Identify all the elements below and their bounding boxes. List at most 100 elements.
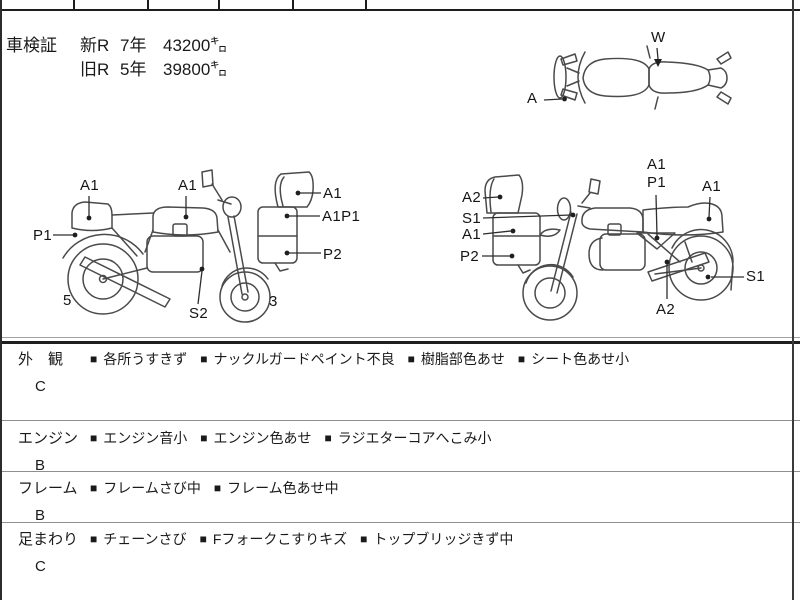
condition-item-text: ラジエターコアへこみ小: [337, 430, 492, 446]
mileage-value: 39800㌔: [163, 60, 228, 79]
label-w: W: [651, 29, 666, 46]
condition-items: ■ チェーンさび ■ Fフォークこすりキズ ■ トップブリッジきず中: [90, 528, 513, 549]
table-border: [0, 337, 800, 338]
row-divider: [0, 420, 800, 421]
bullet-icon: ■: [213, 481, 222, 495]
era-label: 旧R: [80, 60, 110, 79]
label-rear-seat: A1: [80, 177, 100, 194]
top-view-bike: [553, 45, 732, 110]
motorcycle-top-view-art: [543, 45, 732, 110]
bullet-icon: ■: [517, 352, 526, 366]
condition-item: ■ シート色あせ小: [518, 349, 629, 369]
condition-item: ■ 樹脂部色あせ: [408, 349, 505, 369]
bullet-icon: ■: [324, 431, 332, 445]
rear-tire-number: 5: [63, 292, 72, 309]
condition-item: ■ ナックルガードペイント不良: [200, 349, 394, 369]
sheet-right-border: [792, 0, 794, 600]
condition-item: ■ ラジエターコアへこみ小: [325, 428, 492, 448]
category-column: エンジン B: [0, 427, 90, 474]
category-label: フレーム: [18, 480, 78, 497]
bullet-icon: ■: [90, 352, 98, 366]
category-label: エンジン: [18, 430, 79, 447]
bullet-icon: ■: [360, 532, 368, 546]
right-pointers: [482, 194, 744, 299]
table-border: [0, 341, 800, 344]
table-divider: [218, 0, 220, 9]
label-rear-fender: P1: [33, 227, 53, 244]
row-divider: [0, 471, 800, 472]
condition-item-text: 各所うすきず: [103, 351, 188, 367]
label-rear-seat: A1: [702, 178, 722, 195]
condition-items: ■ フレームさび中 ■ フレーム色あせ中: [90, 477, 339, 498]
mileage-value: 43200㌔: [163, 36, 228, 55]
bullet-icon: ■: [200, 352, 208, 366]
table-divider: [292, 0, 294, 9]
label-cowl-lower: P2: [323, 246, 343, 263]
category-label: 外 観: [18, 351, 64, 368]
year-value: 7年: [120, 36, 147, 55]
label-screen: A2: [462, 189, 482, 206]
condition-item-text: シート色あせ小: [531, 351, 630, 367]
bullet-icon: ■: [90, 431, 98, 445]
condition-row-exterior: 外 観 C ■ 各所うすきず ■ ナックルガードペイント不良 ■ 樹脂部色あせ ■ シー…: [0, 348, 800, 418]
label-cowl-lower: P2: [460, 248, 480, 265]
era-label: 新R: [80, 36, 110, 55]
motorcycle-left-art: [53, 169, 321, 323]
grade-value: B: [35, 457, 46, 474]
condition-row-frame: フレーム B ■ フレームさび中 ■ フレーム色あせ中: [0, 477, 800, 524]
condition-item-text: フレームさび中: [103, 480, 201, 496]
right-bike: [522, 178, 734, 321]
grade-value: C: [35, 378, 46, 395]
condition-item: ■エンジン音小: [90, 428, 187, 448]
top-view-diagram: W A: [505, 28, 755, 120]
bullet-icon: ■: [199, 532, 207, 546]
cert-row-old: 旧R 5年 39800㌔: [80, 55, 227, 79]
condition-item: ■ 各所うすきず: [90, 349, 187, 369]
label-side-cover-2: P1: [647, 174, 667, 191]
bullet-icon: ■: [407, 352, 415, 366]
left-side-diagram: A1 A1 P1 A1 A1P1 P2 S2 5 3: [25, 160, 375, 328]
row-divider: [0, 522, 800, 523]
bullet-icon: ■: [90, 532, 98, 546]
category-column: 外 観 C: [0, 348, 90, 395]
label-swingarm: A2: [656, 301, 676, 318]
label-front: S1: [462, 210, 482, 227]
condition-item: ■エンジン色あせ: [200, 428, 311, 448]
condition-item-text: ナックルガードペイント不良: [213, 351, 395, 367]
condition-items: ■エンジン音小 ■エンジン色あせ ■ ラジエターコアへこみ小: [90, 427, 491, 448]
grade-value: B: [35, 507, 46, 524]
label-tank: A1: [178, 177, 198, 194]
label-side-cover-1: A1: [647, 156, 667, 173]
table-divider: [73, 0, 75, 9]
label-cowl: A1P1: [322, 208, 361, 225]
left-bike: [62, 169, 271, 323]
category-column: 足まわり C: [0, 528, 90, 575]
condition-item: ■ フレームさび中: [90, 478, 201, 498]
condition-item-text: チェーンさび: [103, 531, 187, 547]
condition-item: ■ Fフォークこすりキズ: [200, 529, 348, 549]
table-divider: [365, 0, 367, 9]
condition-item-text: Fフォークこすりキズ: [212, 531, 348, 547]
bullet-icon: ■: [90, 481, 98, 495]
bullet-icon: ■: [200, 431, 208, 445]
table-divider: [147, 0, 149, 9]
condition-item-text: 樹脂部色あせ: [420, 351, 505, 367]
cert-row-new: 新R 7年 43200㌔: [80, 31, 227, 55]
year-value: 5年: [120, 60, 147, 79]
label-engine: S2: [189, 305, 209, 322]
front-tire-number: 3: [269, 293, 278, 310]
label-rear-wheel: S1: [746, 268, 766, 285]
condition-item-text: トップブリッジきず中: [373, 531, 514, 547]
top-view-pointers: [543, 47, 662, 102]
condition-item: ■ フレーム色あせ中: [214, 478, 339, 498]
condition-item-text: フレーム色あせ中: [227, 480, 339, 496]
label-a: A: [527, 90, 538, 107]
category-column: フレーム B: [0, 477, 90, 524]
right-side-diagram: A2 S1 A1 P2 A1 P1 A1 A2 S1: [450, 150, 780, 325]
label-cowl: A1: [462, 226, 482, 243]
top-table-remnant: [0, 0, 800, 11]
left-fairing-piece: [257, 171, 314, 272]
category-label: 足まわり: [18, 531, 79, 548]
condition-item: ■ トップブリッジきず中: [360, 529, 513, 549]
